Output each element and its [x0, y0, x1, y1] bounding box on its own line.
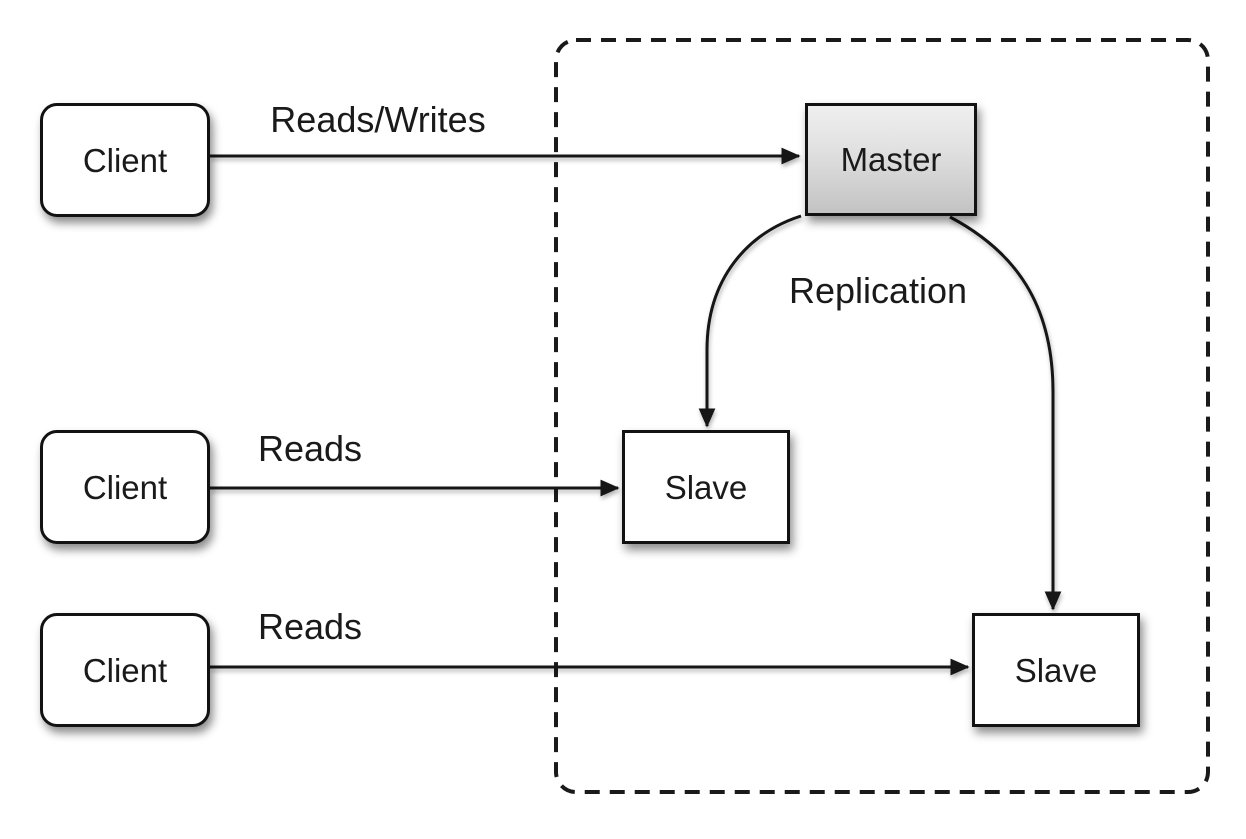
- client-node-2: Client: [40, 430, 210, 544]
- client-node-1: Client: [40, 103, 210, 217]
- master-node: Master: [805, 103, 977, 216]
- replication-arrow-left: [698, 214, 802, 428]
- replication-label: Replication: [788, 270, 968, 311]
- reads-label-bottom: Reads: [257, 606, 363, 647]
- replication-arrow-right: [949, 215, 1062, 611]
- reads-label-middle: Reads: [257, 428, 363, 469]
- client-label: Client: [82, 468, 168, 506]
- replication-cluster-boundary: [554, 38, 1210, 794]
- reads-writes-label: Reads/Writes: [270, 99, 486, 140]
- client-node-3: Client: [40, 613, 210, 727]
- master-label: Master: [840, 141, 942, 178]
- slave-node-1: Slave: [622, 430, 790, 544]
- client-label: Client: [82, 651, 168, 689]
- slave-node-2: Slave: [972, 613, 1140, 727]
- slave-label: Slave: [1014, 651, 1098, 689]
- slave-label: Slave: [664, 468, 748, 506]
- client-label: Client: [82, 141, 168, 179]
